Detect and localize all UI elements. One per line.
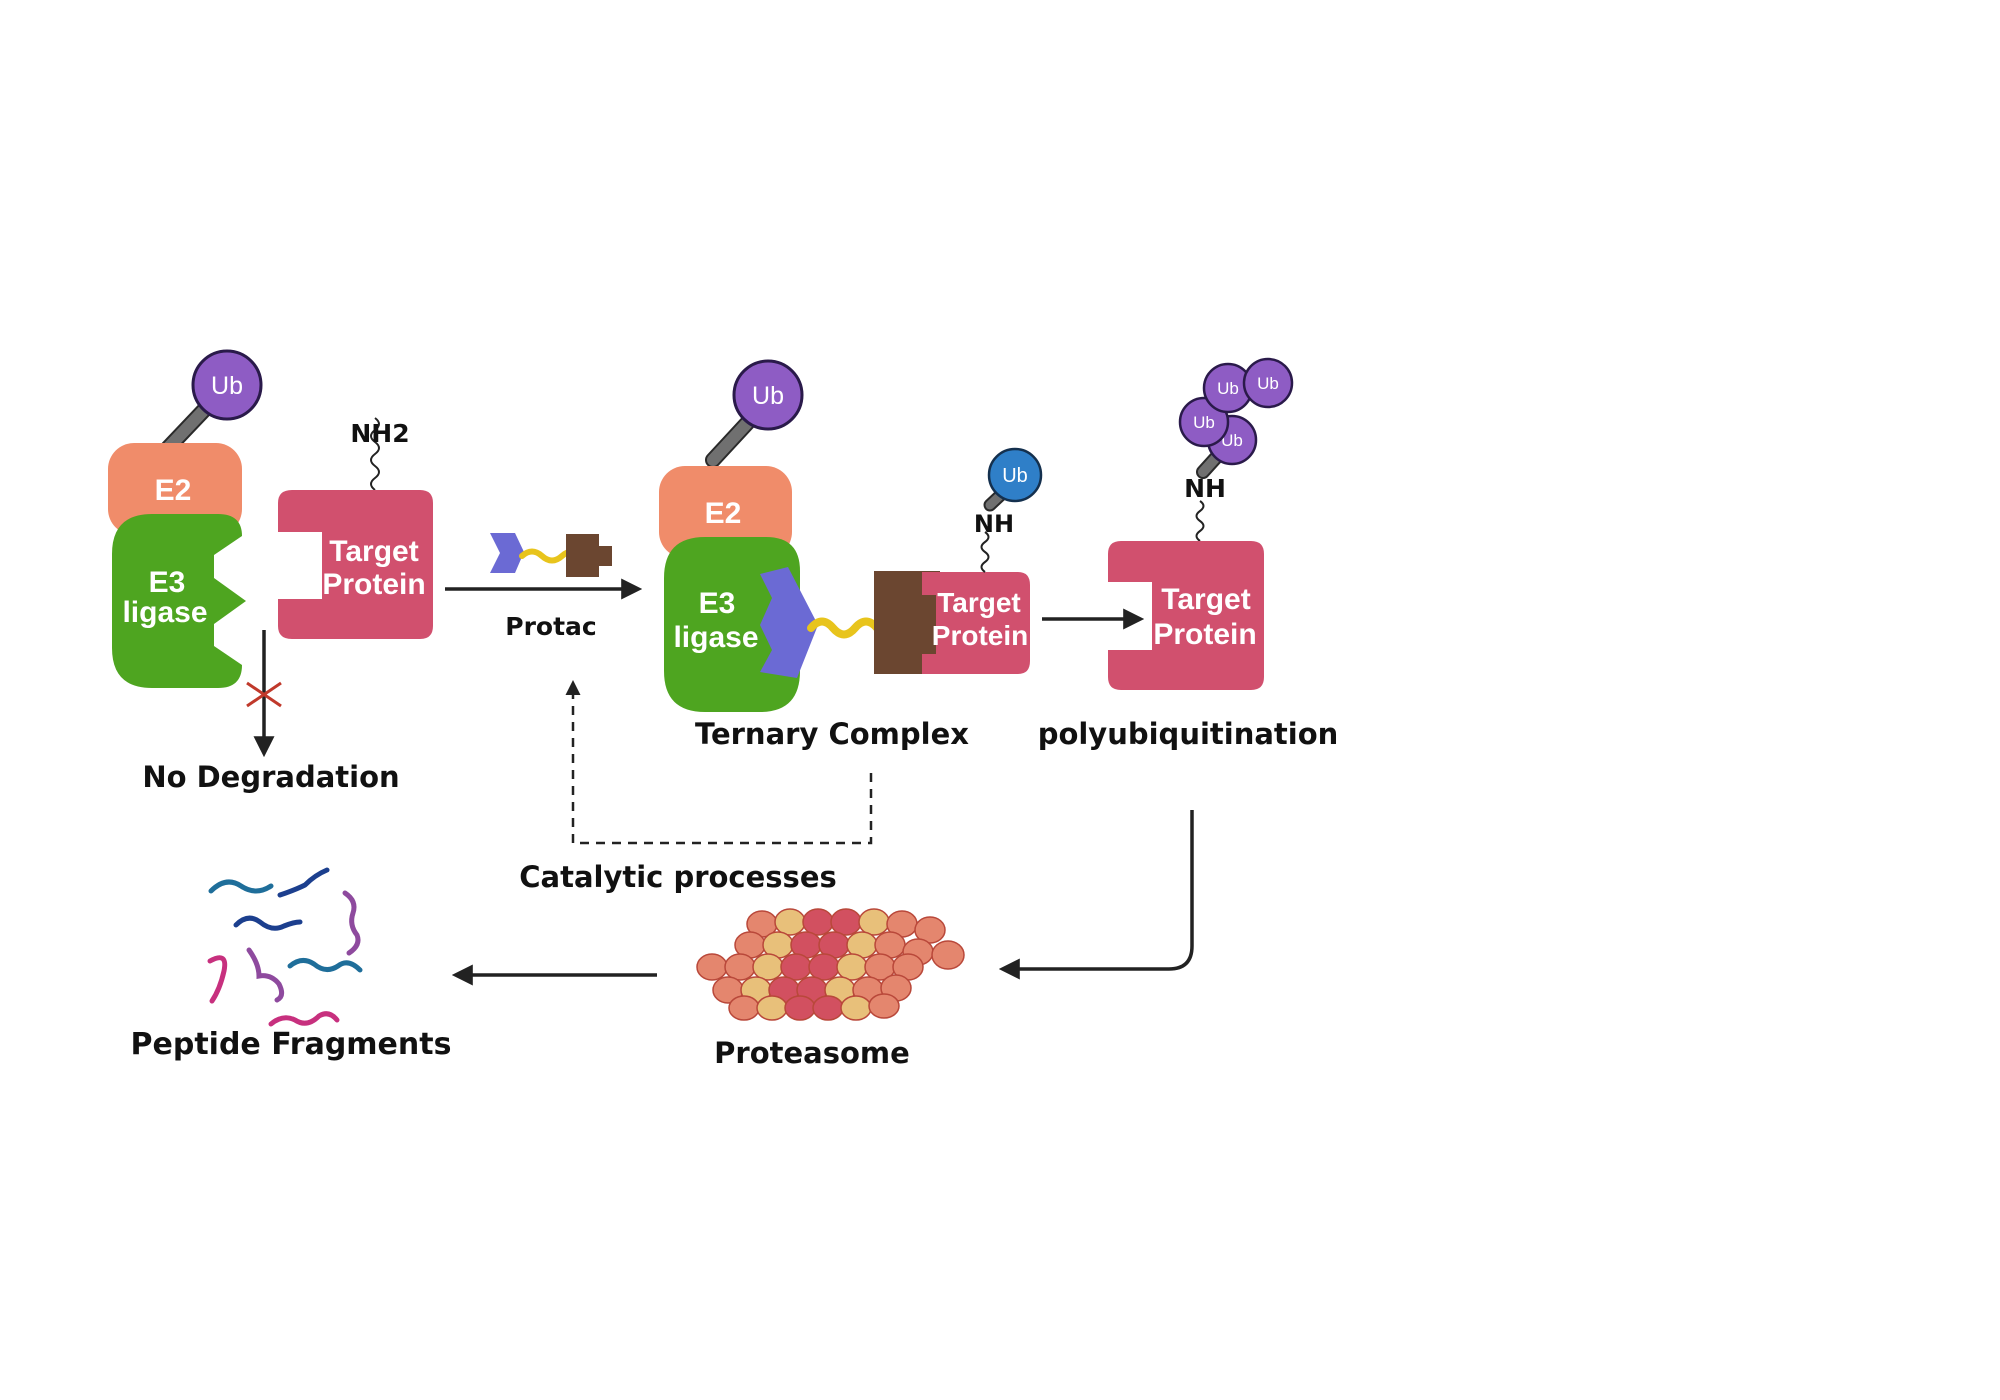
target-label-line2: Protein: [1153, 618, 1256, 651]
no-degradation-arrow: [246, 630, 282, 758]
catalytic-recycle-arrow: [565, 680, 873, 845]
protac-icon: [490, 533, 612, 577]
target-label-line2: Protein: [322, 568, 425, 601]
attached-ubiquitin: NH Ub: [974, 447, 1043, 573]
proteasome-icon: [696, 908, 965, 1021]
to-proteasome-arrow: [998, 810, 1194, 980]
peptide-fragments-label: Peptide Fragments: [131, 1027, 452, 1062]
target-protein-icon: Target Protein: [874, 571, 1030, 674]
ubiquitin-icon: Ub: [705, 359, 804, 468]
nh-label: NH: [974, 510, 1014, 538]
ub-label: Ub: [1221, 431, 1243, 450]
ub-label: Ub: [1257, 374, 1279, 393]
protac-label: Protac: [505, 612, 596, 641]
ternary-complex: Ub E2 E3 ligase Target Protein NH Ub: [659, 359, 1043, 751]
target-protein-icon: NH2 Target Protein: [278, 417, 433, 639]
proteasome-label: Proteasome: [714, 1036, 910, 1070]
nh-label: NH: [1184, 474, 1226, 503]
ubiquitin-icon: Ub: [160, 349, 263, 456]
left-complex: Ub E2 E3 ligase NH2 Target Protein No De…: [108, 349, 433, 794]
e3-label-line2: ligase: [122, 596, 207, 629]
nh2-label: NH2: [350, 419, 409, 448]
target-label-line2: Protein: [932, 620, 1028, 651]
ub-label: Ub: [752, 382, 784, 410]
ub-label: Ub: [1193, 413, 1215, 432]
ub-label: Ub: [211, 372, 243, 400]
e2-enzyme-icon: E2: [659, 466, 792, 558]
polyubiquitin-chain: Ub Ub Ub Ub: [1178, 357, 1294, 479]
target-label-line1: Target: [1161, 583, 1250, 616]
ub-label: Ub: [1217, 379, 1239, 398]
polyubiquitination-step: Ub Ub Ub Ub NH Target Protein polyubiqui…: [1038, 357, 1339, 751]
e3-label-line1: E3: [149, 566, 186, 599]
e2-label: E2: [155, 474, 192, 507]
e3-ligase-icon: E3 ligase: [664, 537, 818, 712]
target-label-line1: Target: [329, 535, 418, 568]
e2-enzyme-icon: E2: [108, 443, 242, 535]
ternary-complex-label: Ternary Complex: [695, 717, 969, 751]
catalytic-processes-label: Catalytic processes: [519, 860, 837, 894]
target-label-line1: Target: [937, 587, 1021, 618]
polyubiquitination-label: polyubiquitination: [1038, 717, 1339, 751]
target-protein-icon: Target Protein: [1108, 541, 1264, 690]
no-degradation-label: No Degradation: [142, 760, 399, 794]
peptide-fragments-icon: [207, 867, 363, 1027]
e3-label-line2: ligase: [673, 621, 758, 654]
e2-label: E2: [705, 497, 742, 530]
e3-ligase-icon: E3 ligase: [112, 514, 246, 688]
ub-small-label: Ub: [1002, 465, 1028, 487]
protac-step: Protac: [445, 533, 643, 641]
e3-label-line1: E3: [699, 587, 736, 620]
